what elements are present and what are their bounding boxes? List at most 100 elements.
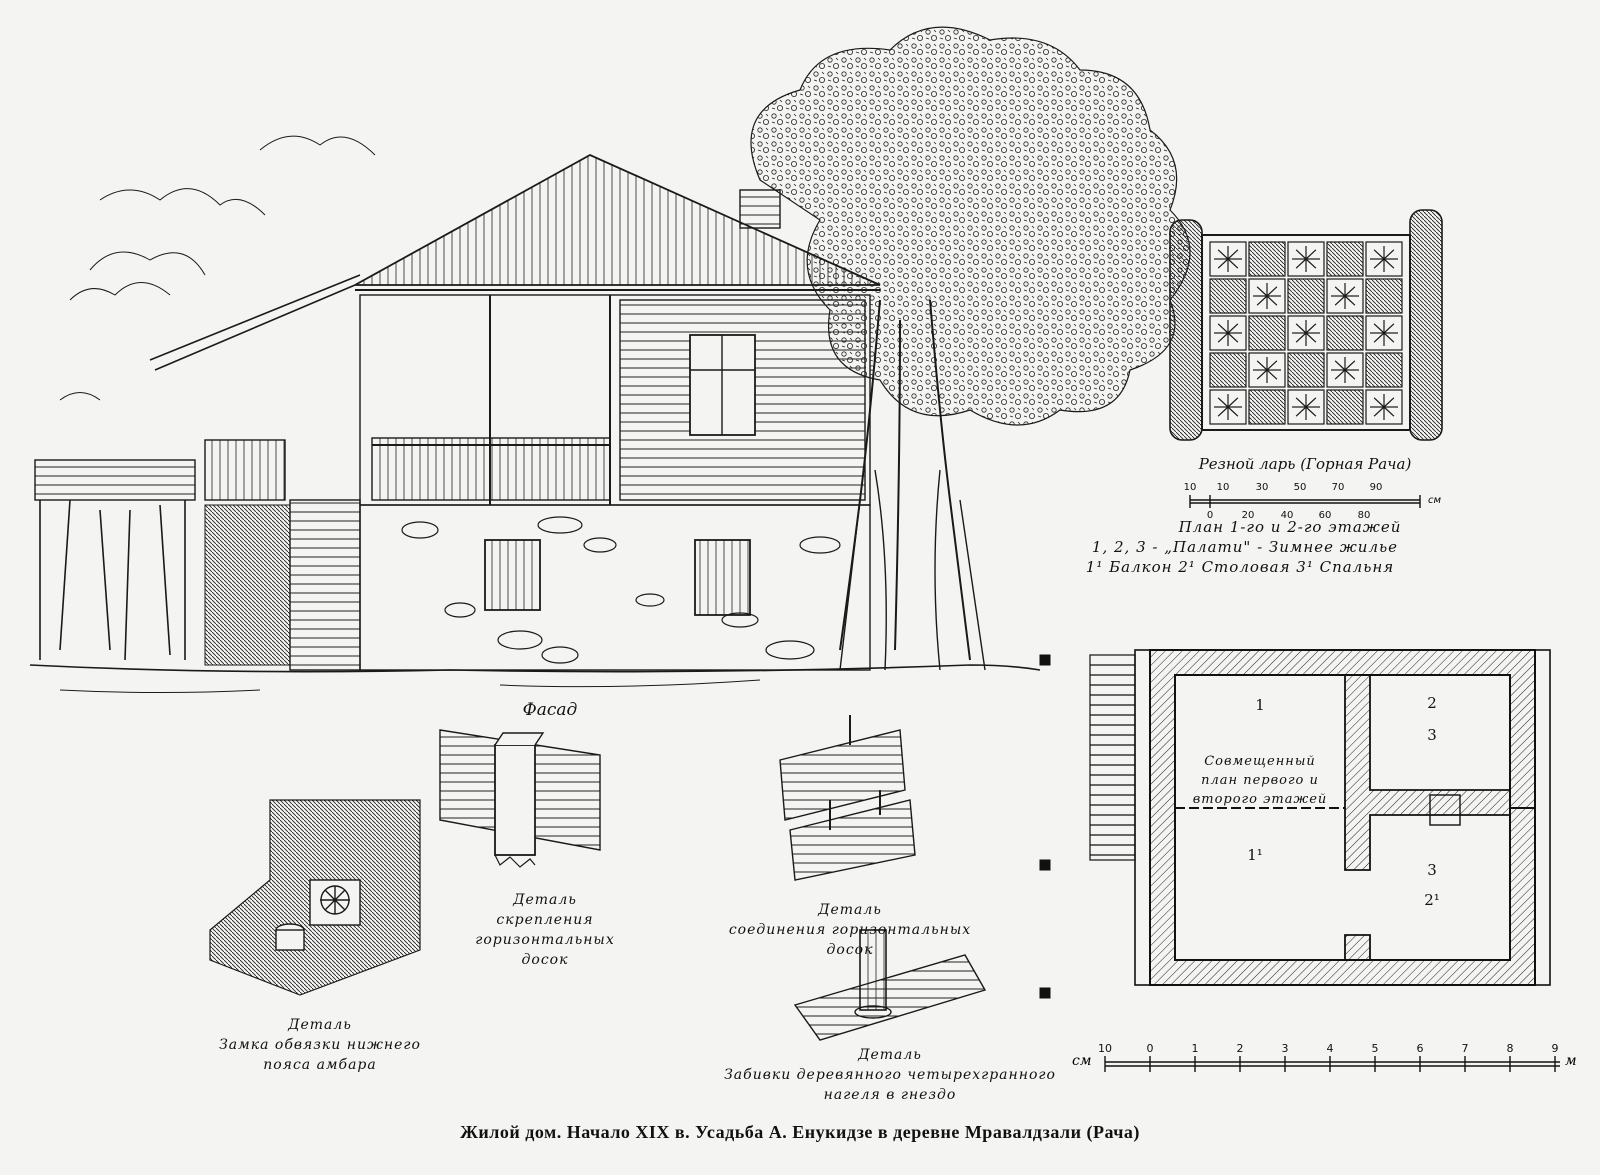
room-label: 2 xyxy=(1427,694,1437,712)
chest-scale-tick-top: 10 xyxy=(1217,482,1230,493)
detail-4-label: Деталь Забивки деревянного четырехгранно… xyxy=(720,1045,1060,1105)
rosette-ray xyxy=(1305,332,1317,343)
plan-scale-bar xyxy=(1104,1056,1560,1072)
chest-scale-tick-top: 10 xyxy=(1184,482,1197,493)
rosette-ray xyxy=(1295,332,1307,343)
plate-caption: Жилой дом. Начало XIX в. Усадьба А. Енук… xyxy=(460,1122,1140,1142)
detail-1-line: пояса амбара xyxy=(263,1057,377,1073)
rosette-ray xyxy=(1373,323,1385,334)
detail-2-drawing xyxy=(439,729,601,868)
floor-plan-title: Совмещенный план первого и второго этаже… xyxy=(1180,752,1340,809)
rosette-ray xyxy=(1305,323,1317,334)
rosette-ray xyxy=(1266,295,1278,306)
chest-scale-tick-top: 70 xyxy=(1332,482,1345,493)
floor-plan-title-line: план первого и xyxy=(1201,773,1319,788)
plan-scale-tick-label: 9 xyxy=(1552,1042,1559,1055)
chest-panel xyxy=(1326,241,1364,277)
rosette-ray xyxy=(1305,397,1317,408)
chest-scale-unit: см xyxy=(1428,495,1441,506)
plan-scale-tick-label: 7 xyxy=(1462,1042,1469,1055)
plan-scale-tick-label: 5 xyxy=(1372,1042,1379,1055)
chest-panel xyxy=(1209,241,1247,277)
detail-1-drawing xyxy=(209,799,421,996)
chest-panel xyxy=(1365,352,1403,388)
rosette-ray xyxy=(1295,323,1307,334)
chest-panel xyxy=(1287,389,1325,425)
rosette-ray xyxy=(1266,360,1278,371)
rosette-ray xyxy=(1266,286,1278,297)
rosette-ray xyxy=(1334,286,1346,297)
rosette-ray xyxy=(1227,332,1239,343)
detail-4-drawing xyxy=(793,929,987,1041)
rosette-ray xyxy=(1217,406,1229,417)
rosette-ray xyxy=(1373,249,1385,260)
chest-panel xyxy=(1209,352,1247,388)
chest-panel xyxy=(1365,389,1403,425)
detail-3-line: соединения горизонтальных xyxy=(728,922,972,938)
chest-panel xyxy=(1326,389,1364,425)
rosette-ray xyxy=(1227,249,1239,260)
chest-panel xyxy=(1248,389,1286,425)
chest-scale-tick-top: 50 xyxy=(1294,482,1307,493)
plan-legend-line2: 1, 2, 3 - „Палати" - Зимнее жилье xyxy=(1091,538,1399,556)
chest-panel xyxy=(1209,315,1247,351)
detail-3-line: Деталь xyxy=(818,902,882,918)
rosette-ray xyxy=(1256,369,1268,380)
rosette-ray xyxy=(1373,258,1385,269)
rosette-ray xyxy=(1383,323,1395,334)
rosette-ray xyxy=(1373,332,1385,343)
chest-scale-tick-top: 90 xyxy=(1370,482,1383,493)
chest-panel xyxy=(1248,315,1286,351)
chest-panel xyxy=(1287,315,1325,351)
rosette-ray xyxy=(1217,332,1229,343)
detail-2-line: скрепления xyxy=(496,912,594,928)
rosette-ray xyxy=(1256,295,1268,306)
plan-scale-tick-label: 10 xyxy=(1098,1042,1112,1055)
plan-scale-tick-label: 4 xyxy=(1327,1042,1334,1055)
rosette-ray xyxy=(1295,397,1307,408)
plan-scale-tick-label: 3 xyxy=(1282,1042,1289,1055)
carved-chest-drawing xyxy=(1169,209,1443,441)
rosette-ray xyxy=(1383,397,1395,408)
rosette-ray xyxy=(1344,286,1356,297)
room-label: 3 xyxy=(1427,726,1437,744)
detail-2-line: горизонтальных xyxy=(475,932,615,948)
rosette-ray xyxy=(1227,323,1239,334)
rosette-ray xyxy=(1383,258,1395,269)
detail-1-label: Деталь Замка обвязки нижнего пояса амбар… xyxy=(190,1015,450,1075)
rosette-ray xyxy=(1295,406,1307,417)
rosette-ray xyxy=(1373,406,1385,417)
facade-label: Фасад xyxy=(522,700,578,720)
plan-legend-line1: План 1-го и 2-го этажей xyxy=(1178,518,1402,536)
plan-legend-line3: 1¹ Балкон 2¹ Столовая 3¹ Спальня xyxy=(1085,558,1395,576)
rosette-ray xyxy=(1227,258,1239,269)
detail-1-line: Замка обвязки нижнего xyxy=(219,1037,421,1053)
rosette-ray xyxy=(1334,360,1346,371)
chest-scale-tick-bottom: 20 xyxy=(1242,510,1255,521)
chest-panel xyxy=(1248,278,1286,314)
room-label: 3 xyxy=(1427,861,1437,879)
floor-plan-title-line: второго этажей xyxy=(1192,792,1328,807)
rosette-ray xyxy=(1334,369,1346,380)
chest-panel xyxy=(1326,352,1364,388)
chest-panel xyxy=(1326,315,1364,351)
rosette-ray xyxy=(1344,295,1356,306)
plan-scale-tick-label: 2 xyxy=(1237,1042,1244,1055)
detail-4-line: нагеля в гнездо xyxy=(823,1087,957,1103)
room-label: 2¹ xyxy=(1424,891,1440,909)
chest-scale-bar xyxy=(1189,495,1421,508)
chest-panel xyxy=(1209,389,1247,425)
rosette-ray xyxy=(1266,369,1278,380)
detail-1-line: Деталь xyxy=(288,1017,352,1033)
chest-panel xyxy=(1248,241,1286,277)
rosette-ray xyxy=(1295,258,1307,269)
rosette-ray xyxy=(1217,323,1229,334)
plan-scale-tick-label: 6 xyxy=(1417,1042,1424,1055)
chest-panel xyxy=(1365,278,1403,314)
facade-drawing xyxy=(29,26,1191,693)
rosette-ray xyxy=(1383,249,1395,260)
chest-panel xyxy=(1287,278,1325,314)
plan-scale-tick-label: 8 xyxy=(1507,1042,1514,1055)
rosette-ray xyxy=(1256,360,1268,371)
